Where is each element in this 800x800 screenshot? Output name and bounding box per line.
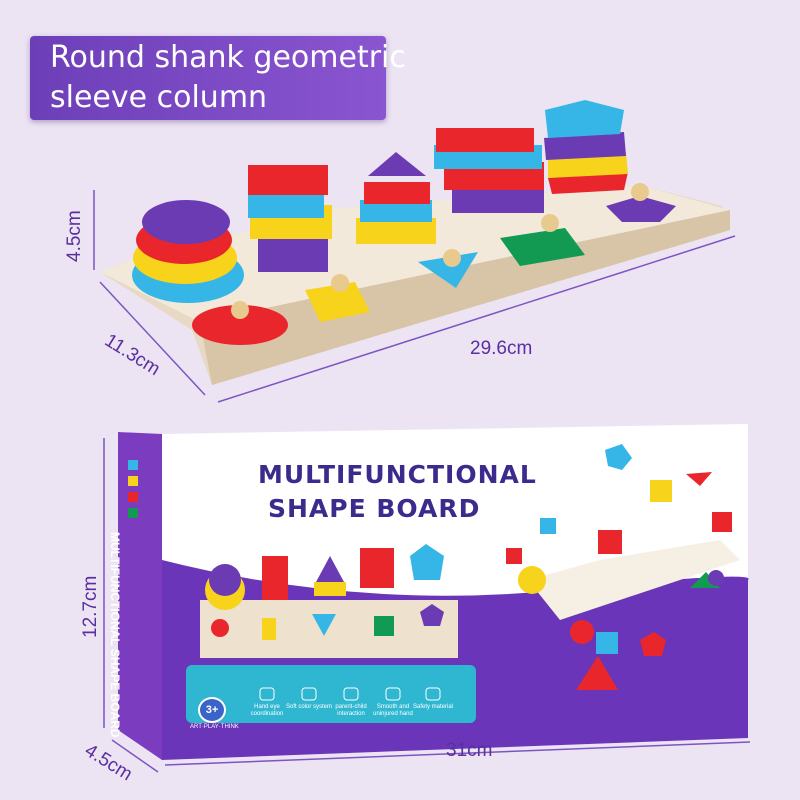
triangle-stack	[356, 152, 436, 244]
feature-label: Hand eye coordination	[250, 704, 284, 717]
box-board-picture	[200, 544, 458, 658]
pentagon-stack	[544, 100, 628, 194]
triangle-hole	[418, 252, 478, 288]
circle-hole	[192, 305, 288, 345]
square-stack	[434, 128, 544, 213]
box-scattered-shapes	[506, 444, 740, 690]
box-title-line-1: MULTIFUNCTIONAL	[258, 460, 537, 489]
rectangle-stack	[248, 165, 332, 272]
box-title-line-2: SHAPE BOARD	[268, 494, 481, 523]
age-badge: 3+	[198, 697, 226, 723]
box-dimension-lines	[103, 438, 751, 773]
banner-caption: Round shank geometric sleeve column	[50, 38, 406, 118]
rectangle-hole	[305, 282, 370, 322]
pentagon-hole	[606, 196, 676, 222]
feature-label: Smooth and uninjured hand	[373, 704, 413, 717]
title-banner	[30, 36, 386, 120]
feature-label: Soft color system	[286, 704, 333, 710]
banner-line-1: Round shank geometric	[50, 40, 406, 75]
circle-stack	[132, 200, 244, 303]
box-title: MULTIFUNCTIONAL SHAPE BOARD	[258, 458, 537, 526]
box-side-title: MULTIFUNCTIONAL SHAPE BOARD	[108, 532, 122, 738]
wooden-pegs	[231, 183, 649, 319]
feature-icons	[259, 687, 441, 701]
box-height-label: 12.7cm	[80, 575, 101, 638]
board-length-label: 29.6cm	[470, 338, 533, 359]
banner-line-2: sleeve column	[50, 80, 268, 115]
age-caption: ART·PLAY·THINK	[190, 724, 239, 730]
square-hole	[500, 228, 585, 266]
board-height-label: 4.5cm	[64, 210, 85, 262]
board-dimension-lines	[93, 190, 736, 403]
box-side-icons	[128, 460, 138, 518]
feature-label: Safety material	[412, 704, 454, 710]
feature-label: parent-child interaction	[335, 704, 367, 717]
box-length-label: 31cm	[446, 740, 493, 761]
